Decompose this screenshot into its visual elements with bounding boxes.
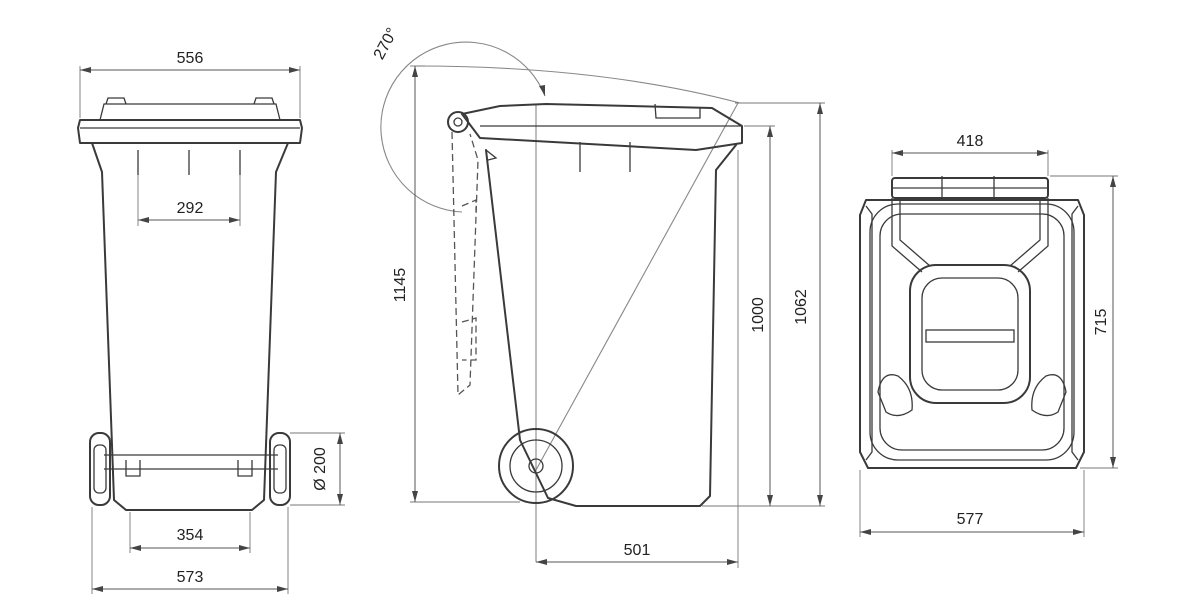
dim-side-total-height-open: 1145 [392, 268, 409, 303]
dim-side-total-height: 1062 [793, 289, 810, 325]
dim-front-axle-width: 573 [177, 569, 204, 586]
dim-front-base-span: 354 [177, 527, 204, 544]
dim-top-depth: 715 [1093, 309, 1110, 336]
top-view: 418 715 577 [859, 133, 1118, 537]
dim-side-body-height: 1000 [750, 297, 767, 333]
dim-side-depth: 501 [624, 542, 651, 559]
side-view: 270° 1145 1000 1062 501 [371, 25, 825, 568]
dim-front-top-width: 556 [177, 50, 204, 67]
dim-front-handle-span: 292 [177, 200, 204, 217]
front-view: 556 292 354 573 Ø 200 [77, 50, 345, 594]
dim-front-wheel-diameter: Ø 200 [312, 447, 329, 491]
dim-top-overall-width: 577 [957, 511, 984, 528]
dim-top-lid-width: 418 [957, 133, 984, 150]
dim-side-lid-rotation: 270° [371, 25, 402, 62]
